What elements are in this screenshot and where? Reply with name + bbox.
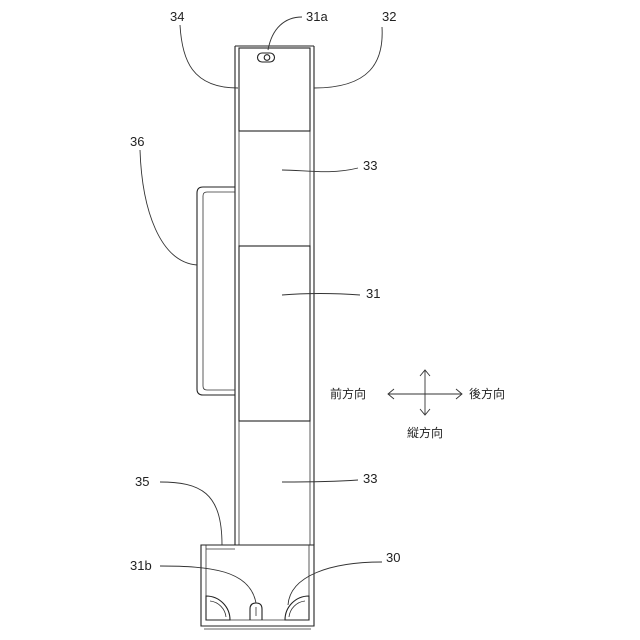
label-vertical-direction: 縦方向 — [407, 425, 443, 440]
middle-panel — [239, 246, 310, 421]
label-rear-direction: 後方向 — [469, 386, 505, 401]
main-body — [235, 46, 314, 545]
side-bracket — [197, 187, 235, 395]
label-33-top: 33 — [363, 158, 377, 173]
bottom-base — [201, 545, 314, 629]
label-34: 34 — [170, 9, 184, 24]
label-35: 35 — [135, 474, 149, 489]
label-31b: 31b — [130, 558, 152, 573]
direction-arrows — [388, 370, 462, 415]
top-panel — [239, 48, 310, 131]
label-36: 36 — [130, 134, 144, 149]
leader-lines — [140, 17, 382, 605]
label-32: 32 — [382, 9, 396, 24]
label-31: 31 — [366, 286, 380, 301]
left-corner-support — [206, 596, 230, 620]
label-33-bottom: 33 — [363, 471, 377, 486]
label-30: 30 — [386, 550, 400, 565]
label-front-direction: 前方向 — [330, 386, 366, 401]
label-31a: 31a — [306, 9, 328, 24]
